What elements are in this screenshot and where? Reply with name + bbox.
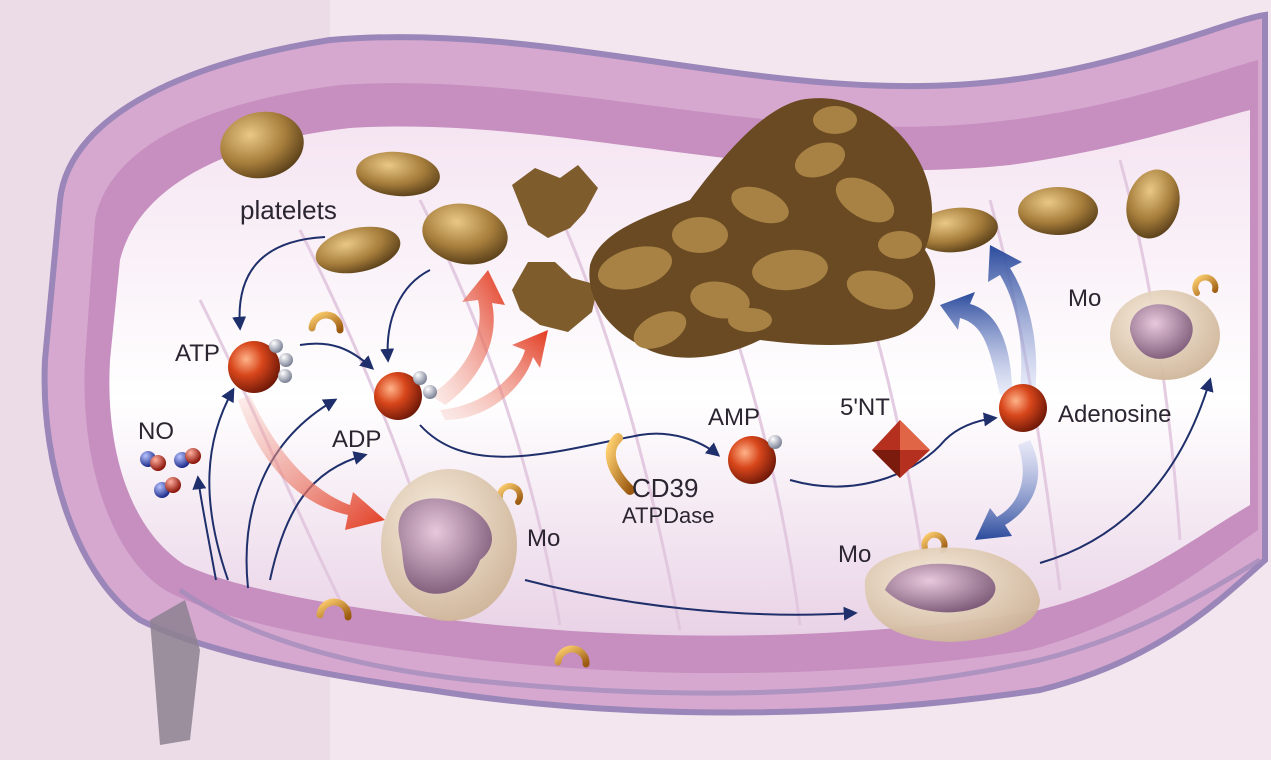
label-atp: ATP bbox=[175, 342, 220, 366]
monocyte-upper-right bbox=[1110, 290, 1220, 380]
label-adp: ADP bbox=[332, 428, 381, 452]
label-platelets: platelets bbox=[240, 197, 337, 223]
label-adenosine: Adenosine bbox=[1058, 403, 1171, 427]
label-amp: AMP bbox=[708, 406, 760, 430]
label-no: NO bbox=[138, 420, 174, 444]
monocyte-center bbox=[381, 469, 517, 621]
label-mo-center: Mo bbox=[527, 527, 560, 551]
label-mo-lower-right: Mo bbox=[838, 543, 871, 567]
label-cd39: CD39 bbox=[632, 475, 698, 501]
label-5nt: 5'NT bbox=[840, 396, 890, 420]
label-mo-upper-right: Mo bbox=[1068, 287, 1101, 311]
label-atpdase: ATPDase bbox=[622, 505, 715, 527]
adenosine-molecule bbox=[999, 384, 1047, 432]
